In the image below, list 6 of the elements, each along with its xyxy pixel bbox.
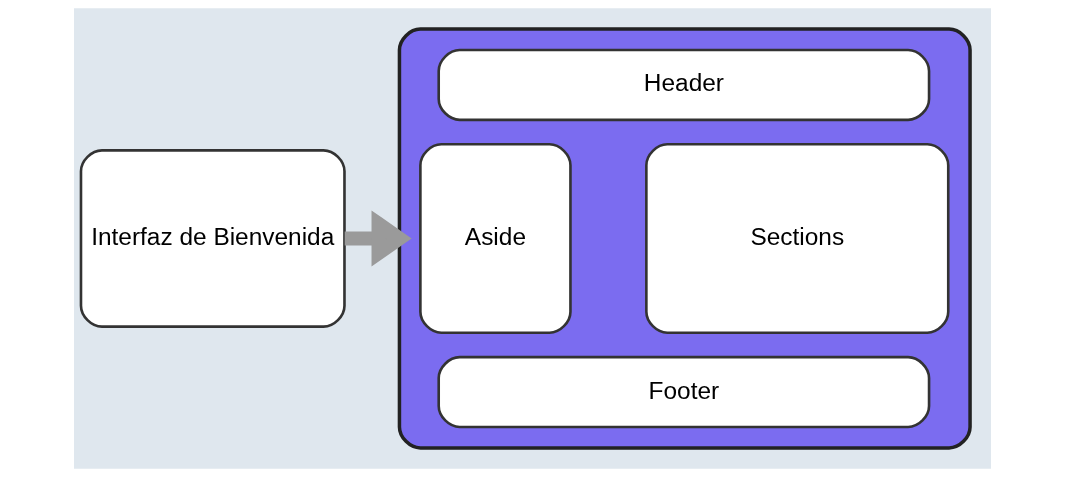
node-box: Header	[437, 48, 931, 122]
node-box: Sections	[645, 142, 950, 335]
node-box: Footer	[437, 355, 931, 429]
node-box: Aside	[419, 142, 572, 335]
cluster	[397, 27, 972, 450]
node-box: Interfaz de Bienvenida	[79, 149, 346, 328]
